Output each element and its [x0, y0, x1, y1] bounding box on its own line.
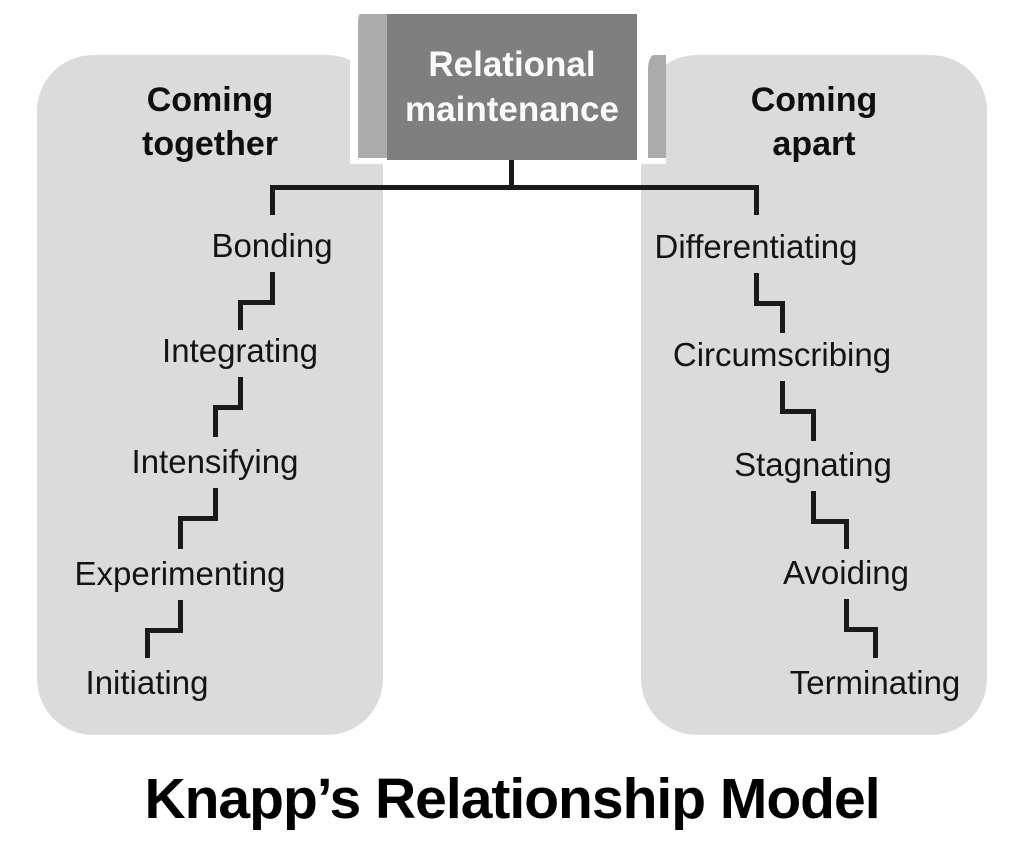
coming-apart-line1: Coming	[750, 81, 878, 119]
connector-segment	[873, 627, 878, 658]
stage-stagnating: Stagnating	[734, 446, 892, 483]
connector-segment	[178, 600, 183, 633]
connector-segment	[238, 377, 243, 410]
coming-together-heading: Coming together	[142, 78, 278, 166]
relational-maintenance-box: Relational maintenance	[387, 14, 637, 160]
stage-terminating: Terminating	[789, 664, 961, 701]
connector-segment	[844, 627, 878, 632]
stage-differentiating: Differentiating	[654, 228, 858, 265]
left-accent-strip	[350, 14, 387, 164]
connector-segment	[145, 628, 150, 658]
header-box-line1: Relational	[428, 45, 596, 84]
connector-segment	[178, 516, 183, 549]
coming-together-line2: together	[142, 125, 278, 163]
stage-intensifying: Intensifying	[131, 443, 299, 480]
connector-segment	[811, 409, 816, 441]
connector-segment	[844, 599, 849, 632]
stage-circumscribing: Circumscribing	[672, 336, 892, 373]
stage-experimenting: Experimenting	[74, 555, 286, 592]
coming-apart-line2: apart	[772, 125, 856, 163]
connector-segment	[844, 519, 849, 549]
coming-together-line1: Coming	[146, 81, 274, 119]
connector-segment	[213, 405, 243, 410]
stage-initiating: Initiating	[85, 664, 209, 701]
connector-segment	[811, 519, 849, 524]
coming-together-panel	[37, 55, 383, 735]
coming-apart-heading: Coming apart	[751, 78, 878, 166]
connector-segment	[213, 405, 218, 437]
stage-bonding: Bonding	[211, 227, 333, 264]
connector-segment	[238, 300, 275, 305]
tree-stem-line	[509, 160, 514, 188]
header-box-line2: maintenance	[405, 90, 619, 129]
connector-segment	[145, 628, 183, 633]
coming-apart-panel	[641, 55, 987, 735]
stage-integrating: Integrating	[162, 332, 318, 369]
connector-segment	[213, 488, 218, 521]
tree-left-drop-line	[270, 185, 275, 215]
connector-segment	[780, 301, 785, 333]
connector-segment	[780, 409, 816, 414]
connector-segment	[754, 301, 785, 306]
connector-segment	[811, 491, 816, 524]
connector-segment	[270, 272, 275, 305]
connector-segment	[238, 300, 243, 330]
connector-segment	[178, 516, 218, 521]
connector-segment	[780, 381, 785, 414]
stage-avoiding: Avoiding	[783, 554, 909, 591]
connector-segment	[754, 273, 759, 306]
tree-horizontal-line	[270, 185, 759, 190]
tree-right-drop-line	[754, 185, 759, 215]
right-accent-strip	[640, 55, 666, 164]
diagram-title: Knapp’s Relationship Model	[144, 767, 880, 831]
